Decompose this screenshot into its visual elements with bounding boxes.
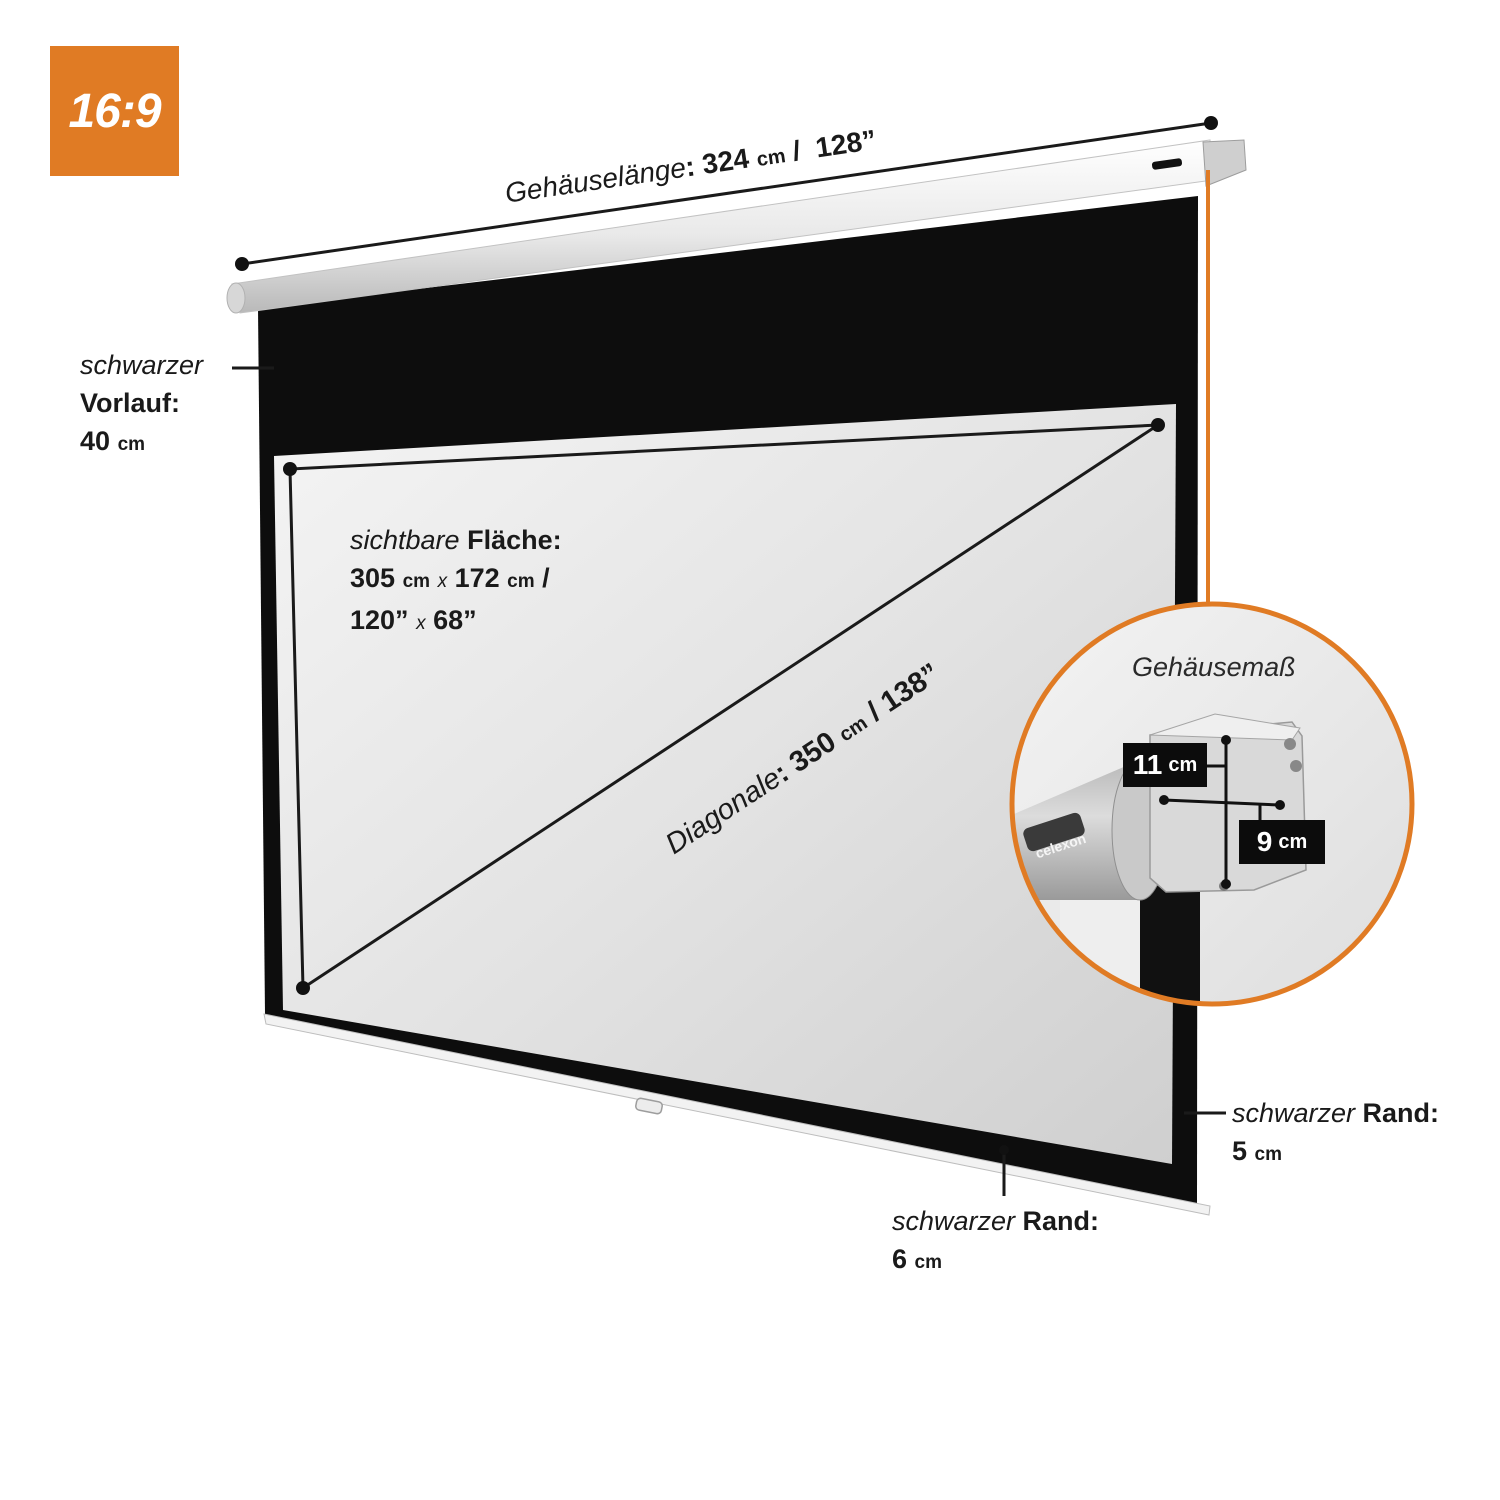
zoom-height-dot-top — [1221, 735, 1231, 745]
housing-length-line — [241, 121, 1212, 266]
black-lead-line1: schwarzer — [80, 350, 204, 380]
housing-length-cm: 324 — [700, 142, 751, 180]
housing-end-bracket — [1202, 139, 1247, 187]
zoom-fabric-black — [1140, 880, 1200, 1004]
side-border-label: schwarzer Rand: 5 cm — [1232, 1094, 1439, 1174]
zoom-depth-dot-right — [1275, 800, 1285, 810]
housing-depth-value: 9 — [1256, 826, 1273, 857]
side-border-bold: Rand: — [1362, 1098, 1440, 1128]
visible-area-h-cm: 172 — [454, 563, 500, 593]
diagonal-line — [302, 423, 1159, 990]
pull-handle — [635, 1097, 663, 1115]
visible-area-slash: / — [542, 563, 550, 593]
housing-length-cm-unit: cm — [755, 145, 788, 172]
visible-area-h-in: 68” — [433, 605, 477, 635]
housing-length-dot-right — [1204, 116, 1218, 130]
aspect-ratio-text: 16:9 — [68, 84, 161, 138]
bottom-border-label: schwarzer Rand: 6 cm — [892, 1202, 1099, 1282]
zoom-height-dot-bottom — [1221, 879, 1231, 889]
black-lead-label: schwarzer Vorlauf: 40 cm — [80, 346, 203, 464]
housing-height-value: 11 — [1132, 749, 1163, 780]
visible-area-unit-2: cm — [507, 571, 535, 592]
bottom-border-bold: Rand: — [1022, 1206, 1100, 1236]
zoom-bracket-top — [1149, 713, 1301, 741]
visible-area-times-1: x — [437, 571, 448, 592]
zoom-brand-plate — [1023, 812, 1085, 852]
black-lead-unit: cm — [117, 434, 146, 455]
visible-area-w-cm: 305 — [350, 563, 396, 593]
black-lead-value: 40 — [80, 426, 111, 456]
housing-left-cap — [226, 282, 246, 314]
visible-area-unit-1: cm — [402, 571, 431, 592]
bottom-border-value: 6 — [892, 1244, 908, 1274]
screen-visible-surface — [274, 404, 1176, 1164]
housing-length-sep: / — [790, 134, 803, 167]
zoom-bolt-bottom — [1290, 760, 1302, 772]
visible-area-times-2: x — [416, 613, 426, 634]
visible-area-w-in: 120” — [350, 605, 409, 635]
visible-area-bold: Fläche: — [467, 525, 562, 555]
housing-length-dot-left — [235, 257, 249, 271]
side-border-value: 5 — [1232, 1136, 1248, 1166]
bottom-border-italic: schwarzer — [892, 1206, 1016, 1236]
visible-area-dot-topleft — [283, 462, 297, 476]
visible-area-label: sichtbare Fläche: 305 cm x 172 cm / 120”… — [350, 521, 562, 643]
black-lead-line2: Vorlauf: — [80, 388, 180, 418]
side-border-unit: cm — [1254, 1144, 1283, 1165]
housing-dimensions-title: Gehäusemaß — [1132, 652, 1296, 682]
screen-bottom-bar — [263, 1013, 1211, 1216]
zoom-bolt-top — [1284, 738, 1296, 750]
zoom-depth-line — [1163, 798, 1281, 807]
aspect-ratio-badge: 16:9 — [50, 46, 179, 176]
housing-depth-unit: cm — [1278, 830, 1308, 853]
zoom-depth-dot-left — [1159, 795, 1169, 805]
bottom-border-dot — [999, 1145, 1009, 1155]
housing-height-unit: cm — [1168, 753, 1198, 776]
visible-area-italic: sichtbare — [350, 525, 460, 555]
zoom-circle-ring — [1009, 601, 1415, 1007]
bottom-border-unit: cm — [914, 1252, 943, 1273]
visible-area-dot-topright — [1151, 418, 1165, 432]
side-border-italic: schwarzer — [1232, 1098, 1356, 1128]
housing-logo-plate — [1151, 158, 1183, 170]
visible-area-dot-bottomleft — [296, 981, 310, 995]
